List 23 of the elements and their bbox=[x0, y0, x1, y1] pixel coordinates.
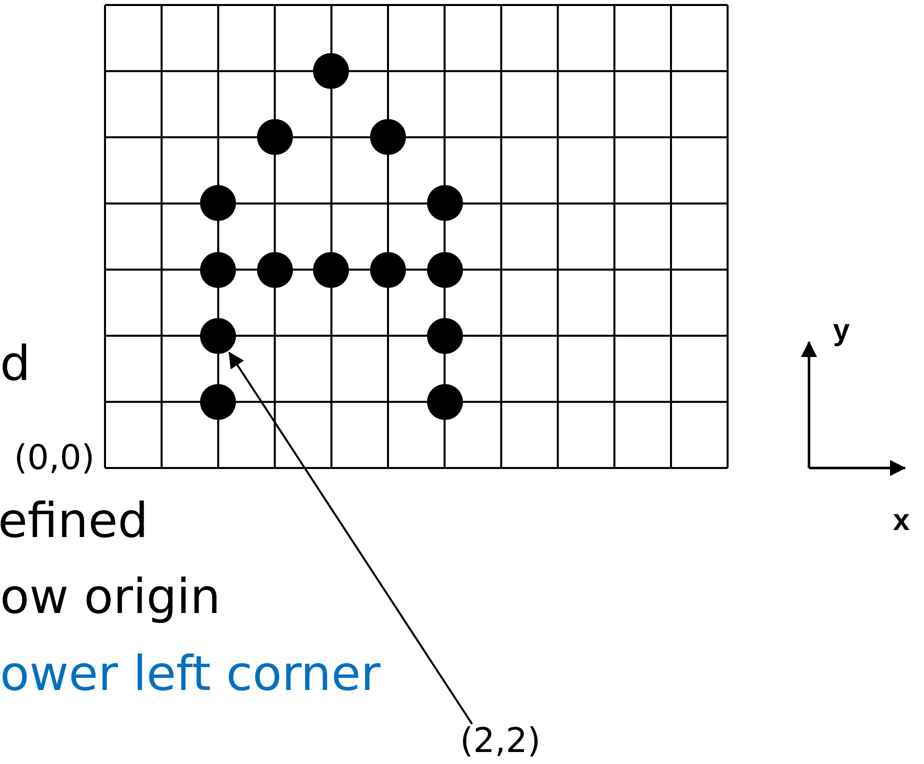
dot bbox=[313, 252, 350, 288]
dot bbox=[200, 252, 236, 288]
dot bbox=[426, 252, 463, 288]
bullet-text: d bbox=[0, 340, 30, 388]
axis-label: x bbox=[893, 506, 910, 536]
dot bbox=[200, 384, 236, 420]
dot bbox=[370, 252, 406, 288]
dot bbox=[426, 185, 463, 222]
bullet-text: ower left corner bbox=[0, 650, 380, 698]
dot bbox=[256, 119, 293, 156]
axis-label: y bbox=[833, 316, 850, 346]
dot bbox=[200, 318, 236, 354]
coordinate-label: (2,2) bbox=[460, 724, 541, 758]
dot bbox=[313, 53, 350, 90]
dot bbox=[200, 185, 236, 222]
bullet-text: efined bbox=[0, 497, 148, 545]
bullet-text: ow origin bbox=[0, 573, 221, 621]
origin-label: (0,0) bbox=[14, 441, 95, 475]
dot bbox=[426, 384, 463, 420]
leader-line bbox=[228, 352, 473, 725]
dot bbox=[370, 119, 406, 156]
dot bbox=[426, 318, 463, 354]
dot bbox=[256, 252, 293, 288]
